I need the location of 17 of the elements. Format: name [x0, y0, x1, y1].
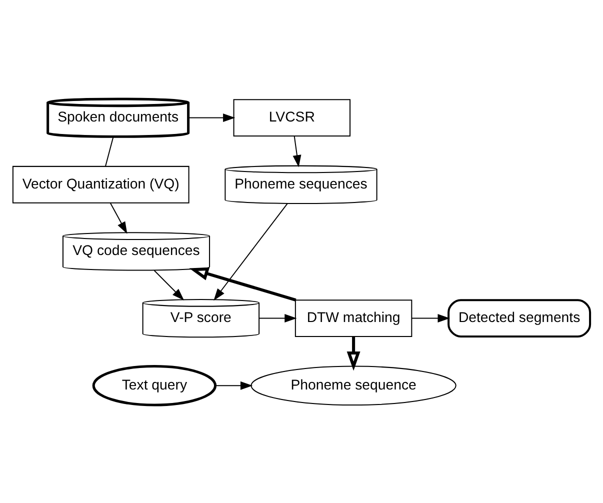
arrow [346, 336, 360, 370]
node-box: Detected segments [448, 298, 592, 337]
node-box: DTW matching [294, 299, 412, 336]
arrow [189, 266, 296, 302]
arrow [216, 380, 253, 390]
arrow [188, 113, 236, 122]
node-box: Vector Quantization (VQ) [12, 165, 190, 203]
node-box: LVCSR [233, 98, 351, 136]
arrow [154, 270, 184, 300]
arrow [292, 136, 302, 167]
connector [105, 136, 114, 166]
arrow [214, 202, 288, 300]
arrow [412, 314, 450, 322]
arrow [259, 314, 297, 322]
node-ellipse: Phoneme sequence [250, 365, 456, 406]
arrow [110, 202, 128, 234]
node-ellipse: Text query [92, 364, 217, 406]
